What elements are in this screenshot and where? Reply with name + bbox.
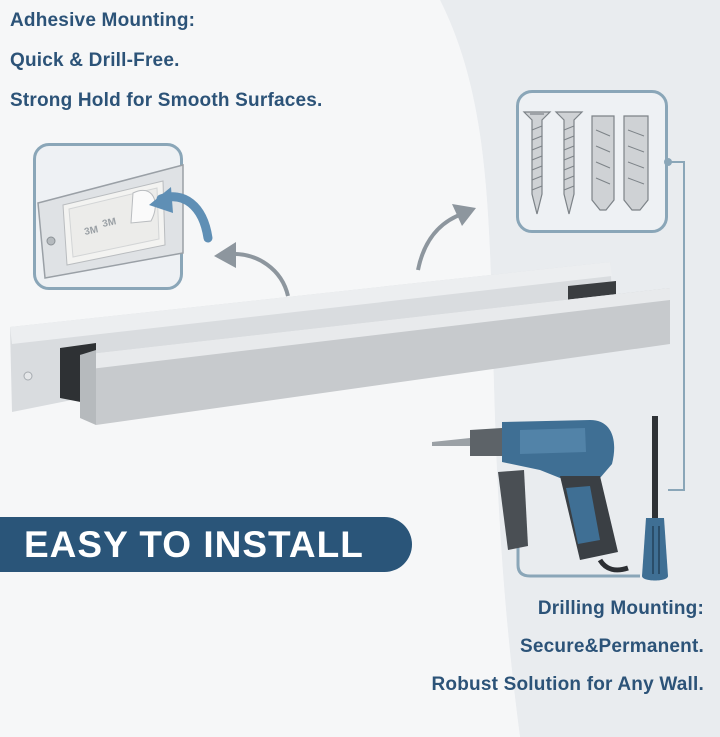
adhesive-line-2: Strong Hold for Smooth Surfaces. [10,90,323,111]
adhesive-plate-illustration: 3M 3M [37,164,213,279]
drilling-line-1: Secure&Permanent. [520,636,704,657]
arrow-left-icon [214,242,290,297]
adhesive-line-1: Quick & Drill-Free. [10,50,180,71]
svg-text:3M: 3M [83,224,99,238]
easy-to-install-banner: EASY TO INSTALL [0,517,412,572]
drilling-line-2: Robust Solution for Any Wall. [431,674,704,695]
svg-text:3M: 3M [101,216,117,230]
power-drill-icon [432,420,629,573]
adhesive-heading: Adhesive Mounting: [10,10,196,31]
arrow-right-icon [416,204,476,271]
screws-panel [516,90,668,233]
screws-anchors-illustration [522,111,649,215]
adhesive-detail-panel: 3M 3M 3M [33,143,213,290]
drilling-heading: Drilling Mounting: [537,598,704,619]
screwdriver-icon [642,416,668,581]
